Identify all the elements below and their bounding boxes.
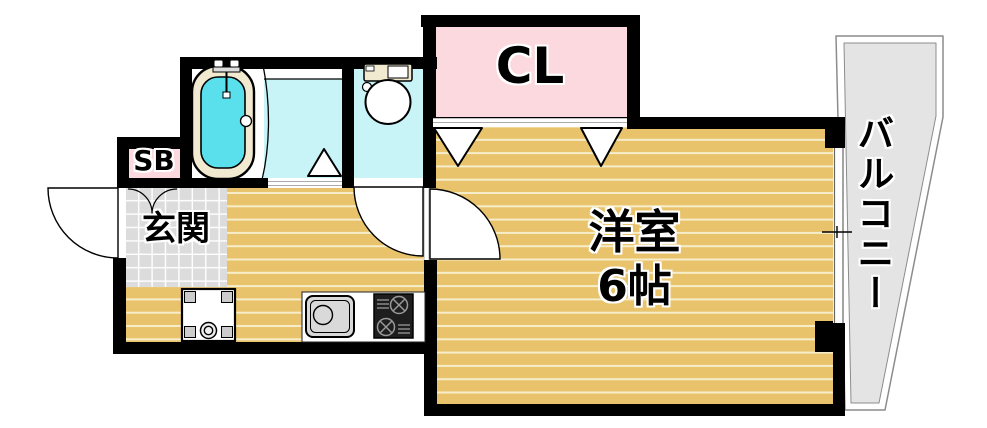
bathtub-drain-knob bbox=[239, 114, 253, 128]
wall-closet-right bbox=[627, 15, 640, 127]
wall-sb-left bbox=[117, 137, 129, 188]
toilet-tank-lid bbox=[387, 65, 409, 79]
toilet bbox=[361, 63, 413, 125]
bath-door-curve bbox=[261, 64, 270, 181]
openings bbox=[113, 117, 852, 323]
washing-machine-pan bbox=[180, 287, 237, 343]
washer-drain-inner bbox=[203, 325, 214, 336]
stove-grates bbox=[377, 299, 410, 334]
door-swings bbox=[47, 186, 501, 260]
wall-bath-bottom bbox=[117, 178, 268, 188]
washer-pad-bl bbox=[184, 326, 196, 338]
wall-sb-top bbox=[117, 137, 192, 149]
main-room-floor bbox=[430, 121, 835, 410]
stove-burner-top bbox=[389, 295, 409, 315]
bathtub-water bbox=[200, 76, 246, 169]
walls bbox=[113, 15, 845, 416]
wall-hall-room bbox=[424, 260, 437, 416]
room-door-swing bbox=[429, 188, 501, 260]
balcony-floor bbox=[843, 42, 937, 404]
faucet-tip bbox=[222, 91, 231, 99]
stove-burner-bottom-cross bbox=[379, 320, 393, 334]
washer-drain-outer bbox=[199, 321, 218, 340]
washer-pad-tl bbox=[184, 291, 196, 303]
closet-label: CL bbox=[495, 37, 565, 95]
toilet-flush-handle bbox=[365, 65, 375, 72]
closet-door-marker-right bbox=[580, 127, 623, 167]
washer-pad-tr bbox=[221, 291, 233, 303]
washroom-doorway bbox=[268, 178, 342, 188]
shoe-box-door-left-swing bbox=[127, 188, 153, 214]
shoe-box-area bbox=[122, 142, 187, 185]
closet-door-marker-left bbox=[433, 127, 483, 167]
wall-corner-block bbox=[825, 117, 845, 148]
toilet-bowl bbox=[364, 79, 412, 125]
wall-closet-top bbox=[421, 15, 640, 27]
wall-kitchen-bottom bbox=[113, 342, 437, 354]
room-doorway bbox=[423, 188, 430, 260]
wall-closet-left bbox=[423, 15, 436, 188]
balcony-window bbox=[833, 148, 845, 323]
gas-stove bbox=[373, 293, 414, 339]
washroom-door-marker bbox=[307, 148, 342, 177]
wall-washroom-toilet bbox=[342, 57, 354, 188]
entrance-door-swing bbox=[47, 187, 119, 259]
washroom-threshold bbox=[268, 181, 342, 186]
entrance-tile-floor bbox=[126, 188, 227, 287]
window-meeting-mark bbox=[822, 226, 852, 238]
room-name-label: 洋室 bbox=[588, 205, 681, 259]
faucet-plate bbox=[212, 66, 241, 73]
sink-drain bbox=[312, 304, 334, 326]
wall-bath-left bbox=[180, 57, 192, 188]
kitchen bbox=[301, 291, 426, 343]
room-door-frame bbox=[423, 188, 430, 260]
shoe-box-door-right-swing bbox=[151, 188, 178, 215]
door-markers bbox=[307, 127, 623, 177]
balcony-label: バルコニー bbox=[850, 114, 894, 314]
shoe-box-label: SB bbox=[133, 144, 175, 177]
kitchen-sink-inner bbox=[310, 300, 350, 333]
faucet-knob-left bbox=[213, 59, 224, 68]
stove-burner-top-cross bbox=[392, 298, 406, 312]
wall-right-lower bbox=[833, 318, 845, 416]
washer-pad-br bbox=[221, 326, 233, 338]
toilet-doorway bbox=[354, 178, 423, 188]
entrance-label: 玄関 bbox=[142, 209, 210, 249]
balcony-window-panes bbox=[833, 148, 844, 323]
closet-area bbox=[428, 20, 633, 120]
bathtub bbox=[190, 59, 256, 181]
wall-room-top bbox=[627, 117, 845, 129]
faucet-knob-right bbox=[229, 59, 240, 68]
room-size-label: 6帖 bbox=[597, 261, 672, 312]
wall-left-lower bbox=[113, 255, 126, 354]
stove-burner-bottom bbox=[376, 317, 396, 337]
wall-room-bottom bbox=[425, 404, 845, 416]
toilet-door-swing bbox=[353, 186, 424, 257]
